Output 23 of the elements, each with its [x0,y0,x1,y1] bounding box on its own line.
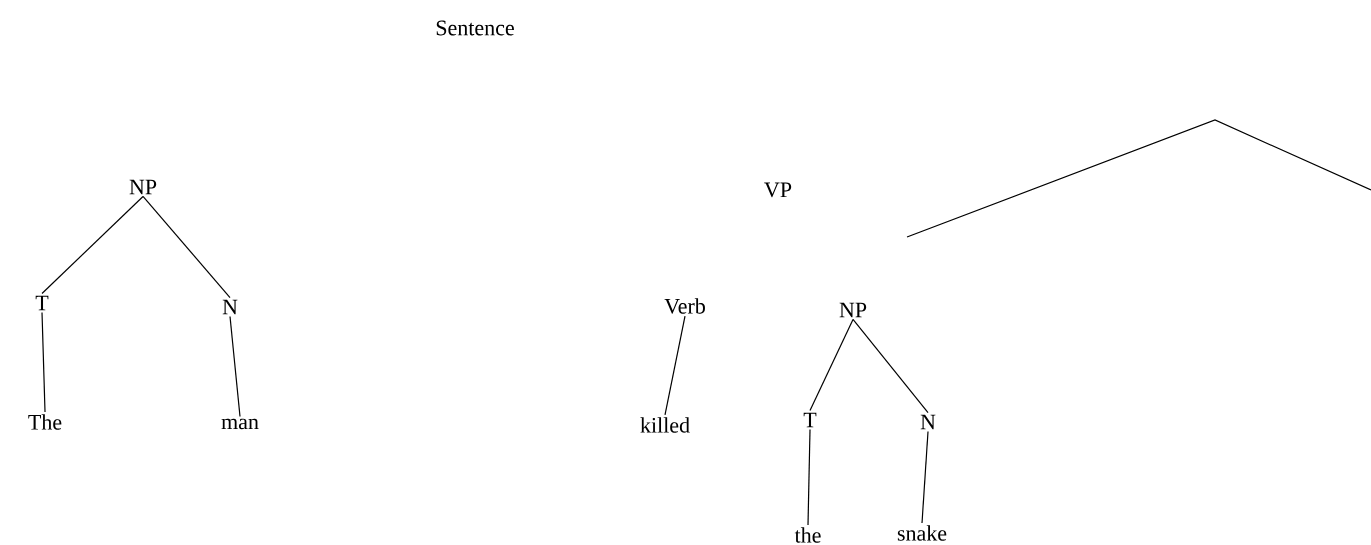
tree-label: Sentence [436,20,514,36]
tree-label: snake [897,525,947,541]
tree-label: Verb [664,298,705,314]
tree-label: NP [129,179,157,195]
tree-branch [229,315,241,418]
tree-branch [41,195,144,295]
tree-label: T [35,295,49,311]
tree-label: N [920,414,936,430]
tree-label: man [221,418,259,430]
tree-branch [142,195,231,299]
tree-label: The [28,414,62,430]
tree-label: T [803,412,817,428]
tree-label: N [222,299,238,315]
tree-branch [852,318,929,414]
tree-branch [41,311,46,413]
tree-branch [807,428,811,526]
tree-branch [809,318,854,412]
tree-label: NP [839,302,867,318]
tree-branch [664,315,686,416]
tree-branch [921,430,929,524]
tree-label: killed [640,417,690,433]
tree-label: VP [764,182,792,198]
tree-label: the [794,527,821,543]
